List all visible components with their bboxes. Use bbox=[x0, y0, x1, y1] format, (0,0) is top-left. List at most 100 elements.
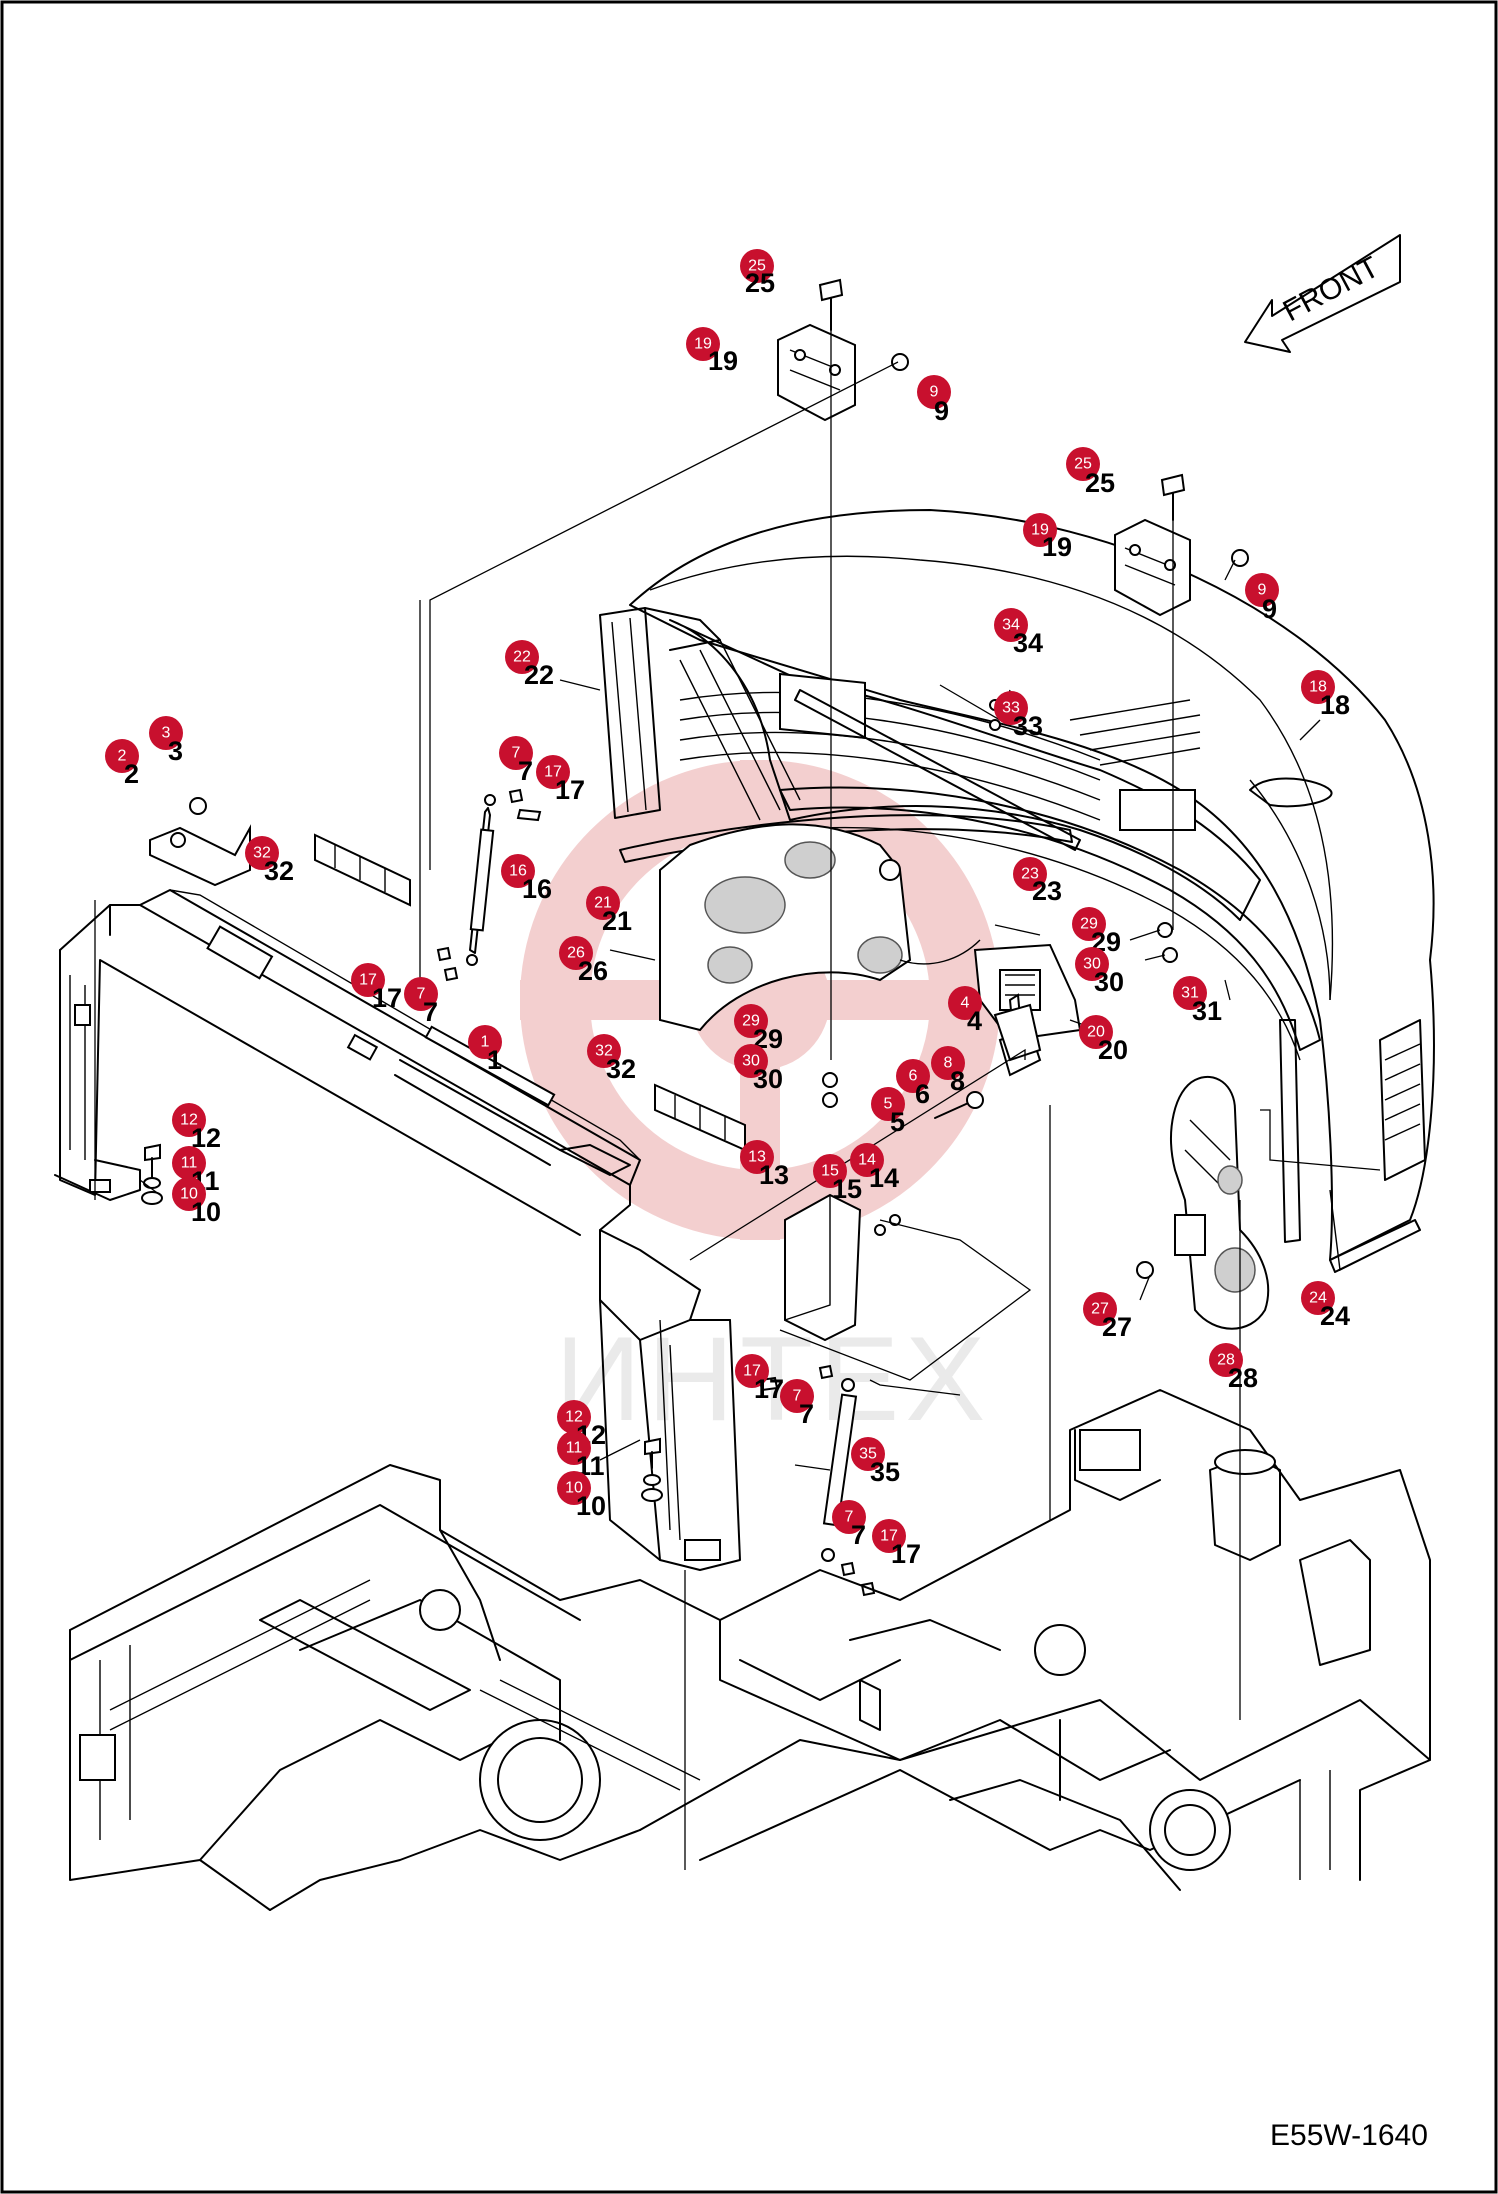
callout-badge-circle bbox=[994, 691, 1028, 725]
callout-badge-circle bbox=[404, 977, 438, 1011]
callout-number-13: 13 bbox=[759, 1160, 789, 1190]
callout-badge-circle bbox=[813, 1154, 847, 1188]
callout-badge-13: 13 bbox=[740, 1140, 774, 1174]
callout-badge-circle bbox=[931, 1046, 965, 1080]
front-arrow: FRONT bbox=[1244, 234, 1401, 353]
callout-badge-30: 30 bbox=[734, 1044, 768, 1078]
callout-badge-circle bbox=[994, 608, 1028, 642]
callout-number-4: 4 bbox=[967, 1006, 982, 1036]
hinge-upper-right bbox=[1114, 518, 1191, 617]
callout-badge-text: 2 bbox=[118, 748, 127, 765]
callout-badge-circle bbox=[105, 739, 139, 773]
callout-badge-circle bbox=[735, 1354, 769, 1388]
callout-number-3: 3 bbox=[168, 736, 183, 766]
callout-badge-7: 7 bbox=[404, 977, 438, 1011]
bracket-cover bbox=[784, 1193, 862, 1342]
callout-badge-circle bbox=[351, 963, 385, 997]
callout-badge-text: 34 bbox=[1002, 617, 1020, 634]
callout-badge-text: 6 bbox=[909, 1068, 918, 1085]
clips bbox=[314, 833, 746, 1152]
callout-badge-28: 28 bbox=[1209, 1343, 1243, 1377]
callout-badge-text: 7 bbox=[845, 1509, 854, 1526]
callout-badge-text: 7 bbox=[793, 1388, 802, 1405]
callout-badge-text: 33 bbox=[1002, 700, 1020, 717]
gas-spring-upper bbox=[466, 794, 496, 966]
callout-number-33: 33 bbox=[1013, 711, 1043, 741]
rear-bracket bbox=[149, 824, 251, 887]
callout-badge-text: 3 bbox=[162, 725, 171, 742]
callout-badge-circle bbox=[586, 886, 620, 920]
callout-badge-text: 31 bbox=[1181, 985, 1199, 1002]
callout-badge-text: 9 bbox=[930, 384, 939, 401]
callout-number-7: 7 bbox=[851, 1520, 866, 1550]
callout-badge-circle bbox=[557, 1471, 591, 1505]
callout-badge-text: 17 bbox=[544, 764, 562, 781]
callout-badge-14: 14 bbox=[850, 1143, 884, 1177]
callout-badge-30: 30 bbox=[1075, 947, 1109, 981]
callout-badge-12: 12 bbox=[557, 1400, 591, 1434]
callout-badge-circle bbox=[734, 1044, 768, 1078]
callout-badge-text: 23 bbox=[1021, 866, 1039, 883]
callout-number-22: 22 bbox=[524, 660, 554, 690]
callout-badge-circle bbox=[559, 936, 593, 970]
main-frame bbox=[54, 889, 741, 1571]
callout-badge-text: 8 bbox=[944, 1055, 953, 1072]
callout-badge-circle bbox=[499, 736, 533, 770]
callout-number-19: 19 bbox=[1042, 532, 1072, 562]
hinge-upper-left bbox=[777, 323, 856, 422]
callout-number-16: 16 bbox=[522, 874, 552, 904]
callout-badge-text: 15 bbox=[821, 1163, 839, 1180]
callout-badge-27: 27 bbox=[1083, 1292, 1117, 1326]
callout-number-8: 8 bbox=[950, 1066, 965, 1096]
engine-hood bbox=[629, 509, 1435, 1272]
callout-number-14: 14 bbox=[869, 1163, 899, 1193]
callout-badge-text: 18 bbox=[1309, 679, 1327, 696]
callout-badge-circle bbox=[871, 1087, 905, 1121]
callout-badge-circle bbox=[740, 249, 774, 283]
callout-badge-circle bbox=[1173, 976, 1207, 1010]
callout-badge-19: 19 bbox=[686, 327, 720, 361]
callout-badge-circle bbox=[1301, 670, 1335, 704]
callout-badge-34: 34 bbox=[994, 608, 1028, 642]
callout-badge-text: 17 bbox=[743, 1363, 761, 1380]
callout-badge-circle bbox=[149, 716, 183, 750]
callout-badge-text: 25 bbox=[748, 258, 766, 275]
callout-badge-circle bbox=[172, 1146, 206, 1180]
callout-number-5: 5 bbox=[890, 1107, 905, 1137]
callout-badge-10: 10 bbox=[557, 1471, 591, 1505]
callout-badge-text: 12 bbox=[180, 1112, 198, 1129]
callout-number-17: 17 bbox=[754, 1374, 784, 1404]
callout-badge-text: 30 bbox=[742, 1053, 760, 1070]
callout-number-34: 34 bbox=[1013, 628, 1043, 658]
callout-badge-circle bbox=[1023, 513, 1057, 547]
callout-badge-text: 10 bbox=[565, 1480, 583, 1497]
callout-number-35: 35 bbox=[870, 1457, 900, 1487]
callout-number-26: 26 bbox=[578, 956, 608, 986]
callout-badge-circle bbox=[686, 327, 720, 361]
callout-badge-circle bbox=[172, 1177, 206, 1211]
callout-badge-29: 29 bbox=[1072, 907, 1106, 941]
callout-badge-17: 17 bbox=[536, 755, 570, 789]
callout-badge-circle bbox=[557, 1431, 591, 1465]
callout-number-17: 17 bbox=[555, 775, 585, 805]
callout-number-27: 27 bbox=[1102, 1312, 1132, 1342]
callout-badge-3: 3 bbox=[149, 716, 183, 750]
callout-badge-15: 15 bbox=[813, 1154, 847, 1188]
callout-badge-text: 20 bbox=[1087, 1024, 1105, 1041]
callout-badge-29: 29 bbox=[734, 1004, 768, 1038]
callout-number-15: 15 bbox=[832, 1174, 862, 1204]
callout-badge-text: 9 bbox=[1258, 582, 1267, 599]
callout-badge-17: 17 bbox=[351, 963, 385, 997]
callout-badge-circle bbox=[1079, 1015, 1113, 1049]
callout-badge-18: 18 bbox=[1301, 670, 1335, 704]
callout-badge-circle bbox=[1209, 1343, 1243, 1377]
callout-badge-circle bbox=[851, 1437, 885, 1471]
callout-badge-7: 7 bbox=[780, 1379, 814, 1413]
callout-badge-text: 11 bbox=[566, 1440, 583, 1457]
callout-badge-circle bbox=[948, 986, 982, 1020]
callout-badge-circle bbox=[780, 1379, 814, 1413]
callout-badge-text: 16 bbox=[509, 863, 527, 880]
callout-badge-11: 11 bbox=[172, 1146, 206, 1180]
callout-number-31: 31 bbox=[1192, 996, 1222, 1026]
